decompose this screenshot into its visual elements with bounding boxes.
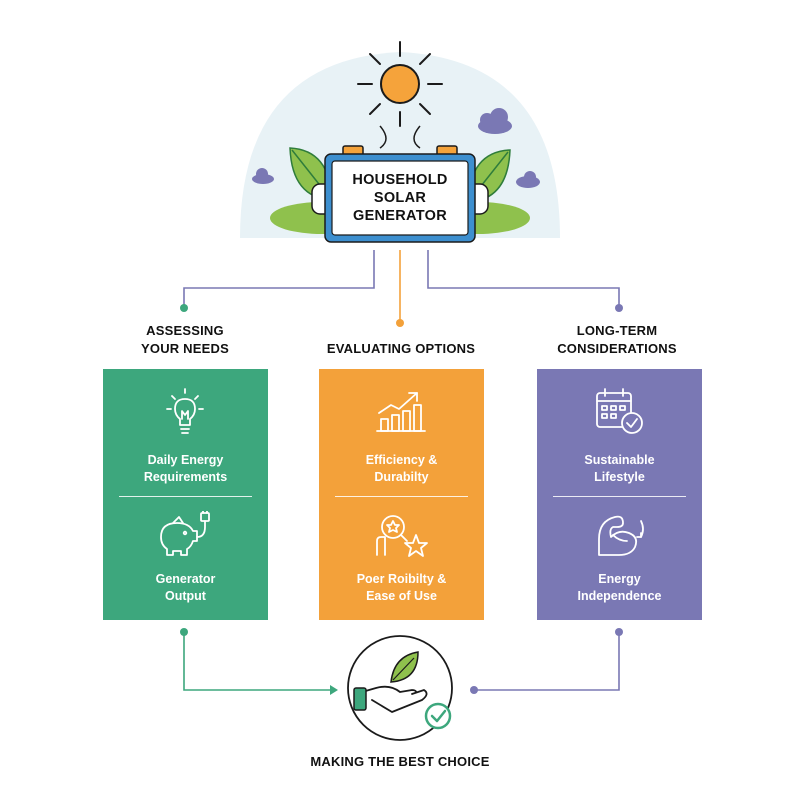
card-item: Generator Output — [103, 571, 268, 605]
cloud-icon — [478, 108, 512, 134]
heading-line: ASSESSING — [146, 323, 224, 338]
card-assessing-needs: Daily Energy Requirements Generator Outp… — [103, 369, 268, 620]
cloud-icon — [252, 168, 274, 184]
heading-line: EVALUATING OPTIONS — [326, 341, 476, 356]
connector-dot — [396, 319, 404, 327]
card-evaluating-options: Efficiency & Durabilty Poer Roibilty & E… — [319, 369, 484, 620]
connector-line — [183, 250, 375, 306]
card-item-line: Requirements — [143, 470, 228, 484]
card-item: Sustainable Lifestyle — [537, 452, 702, 486]
heading-line: YOUR NEEDS — [141, 341, 229, 356]
flexed-arm-icon — [598, 515, 644, 556]
card-item-line: Poer Roibilty & — [356, 572, 447, 586]
cable — [413, 125, 421, 149]
card-item-line: Output — [165, 589, 206, 603]
card-item-line: Generator — [155, 572, 216, 586]
hero-title-line: HOUSEHOLD — [352, 172, 448, 188]
connector-dot — [615, 304, 623, 312]
card-item: Daily Energy Requirements — [103, 452, 268, 486]
lightbulb-icon — [166, 388, 204, 434]
divider — [119, 496, 252, 497]
calendar-check-icon — [596, 388, 643, 434]
connector-line — [474, 634, 620, 691]
connector-arrow — [330, 685, 338, 695]
card-item: Energy Independence — [537, 571, 702, 605]
conclusion-title: MAKING THE BEST CHOICE — [310, 754, 490, 769]
hero-title-line: GENERATOR — [352, 208, 447, 224]
connector-dot — [180, 304, 188, 312]
card-item-line: Sustainable — [584, 453, 655, 467]
card-item-line: Efficiency & — [365, 453, 438, 467]
card-long-term: Sustainable Lifestyle Energy Independenc… — [537, 369, 702, 620]
card-item-line: Energy — [598, 572, 641, 586]
card-item: Poer Roibilty & Ease of Use — [319, 571, 484, 605]
card-item-line: Independence — [577, 589, 662, 603]
heading-line: LONG-TERM — [576, 323, 658, 338]
sun-icon — [357, 41, 443, 127]
column-heading-assessing: ASSESSING YOUR NEEDS — [80, 322, 290, 358]
divider — [335, 496, 468, 497]
heading-line: CONSIDERATIONS — [557, 341, 677, 356]
quality-star-icon — [376, 515, 428, 557]
hero-title: HOUSEHOLD SOLAR GENERATOR — [332, 161, 468, 235]
cable — [379, 125, 387, 149]
card-item-line: Lifestyle — [594, 470, 645, 484]
card-item-line: Durabilty — [374, 470, 429, 484]
connector-dot — [470, 686, 478, 694]
growth-chart-icon — [376, 392, 426, 432]
divider — [553, 496, 686, 497]
column-heading-long-term: LONG-TERM CONSIDERATIONS — [512, 322, 722, 358]
connector-line — [183, 634, 330, 691]
connector-dot — [180, 628, 188, 636]
hand-leaf-check-icon — [347, 635, 453, 741]
card-item: Efficiency & Durabilty — [319, 452, 484, 486]
connector-line — [427, 250, 620, 306]
column-heading-evaluating: EVALUATING OPTIONS — [296, 340, 506, 358]
card-item-line: Daily Energy — [147, 453, 224, 467]
card-item-line: Ease of Use — [366, 589, 437, 603]
piggy-bank-plug-icon — [160, 511, 210, 556]
solar-generator-device — [311, 145, 489, 243]
hero-title-line: SOLAR — [373, 190, 427, 206]
connector-dot — [615, 628, 623, 636]
cloud-icon — [516, 171, 540, 188]
